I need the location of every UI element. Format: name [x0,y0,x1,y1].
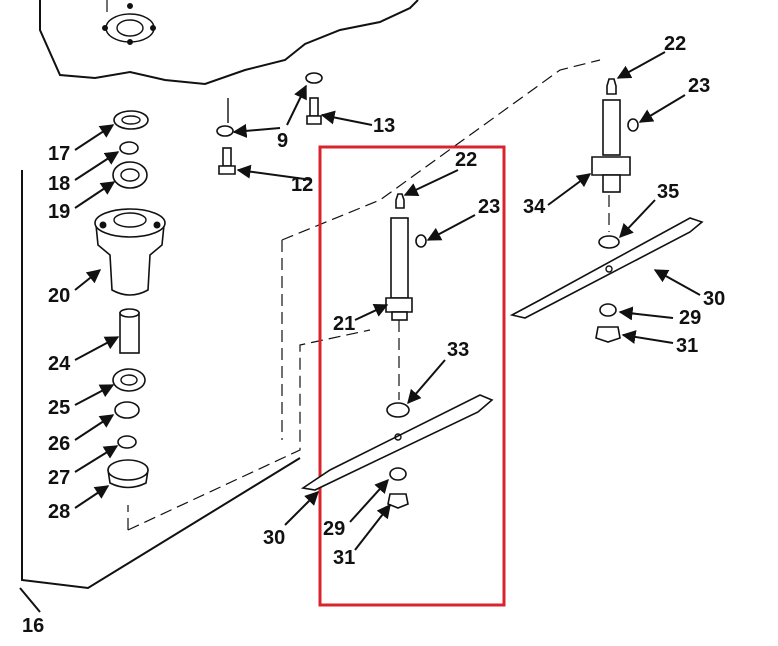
label-29-right: 29 [679,307,701,329]
label-31-right: 31 [676,335,698,357]
grease-fitting-22-right [606,78,617,95]
callout-labels: 9 12 13 16 17 18 19 20 21 22 22 23 23 24… [22,33,725,637]
nut-31-right [595,326,621,343]
label-26: 26 [48,433,70,455]
label-25: 25 [48,397,70,419]
parts-bracket [21,170,301,590]
housing-20 [94,208,166,296]
bearing-25 [112,368,146,392]
washer-13 [305,72,323,84]
label-30: 30 [263,527,285,549]
label-23-right: 23 [688,75,710,97]
label-34: 34 [523,196,546,218]
label-23: 23 [478,196,500,218]
label-13: 13 [373,115,395,137]
label-12: 12 [291,174,313,196]
leader-lines [19,51,701,613]
key-23 [415,234,427,248]
washer-33 [386,402,410,418]
washer-9 [216,125,234,137]
label-33: 33 [447,339,469,361]
bearing-19 [112,161,148,189]
spacer-24 [119,312,140,354]
label-31: 31 [333,547,355,569]
hex-34 [591,156,631,176]
bolt-group [216,72,323,175]
blade-30-right [509,217,704,319]
label-18: 18 [48,173,70,195]
center-assembly [300,193,494,509]
label-19: 19 [48,201,70,223]
label-28: 28 [48,501,70,523]
deck-outline [127,59,601,531]
label-9: 9 [277,130,288,152]
snap-ring-26 [114,401,140,419]
label-16: 16 [22,615,44,637]
highlight-box [318,145,506,607]
label-21: 21 [333,313,355,335]
deck-hub-plate [102,3,156,45]
seal-17 [113,110,149,130]
grease-fitting-22 [395,193,405,209]
washer-27 [117,435,137,449]
deck-top [39,0,419,86]
spindle-stack [94,110,166,489]
blade-30 [300,394,494,491]
label-17: 17 [48,143,70,165]
washer-29 [389,467,407,481]
label-22: 22 [455,149,477,171]
label-27: 27 [48,467,70,489]
washer-35 [598,235,620,249]
key-23-right [627,118,639,132]
shaft-21 [385,217,413,321]
label-35: 35 [657,181,679,203]
label-29: 29 [323,518,345,540]
label-20: 20 [48,285,70,307]
nut-31 [387,493,409,509]
washer-29-right [599,303,617,317]
right-assembly [509,78,704,343]
washer-18 [119,141,139,155]
label-22-right: 22 [664,33,686,55]
label-24: 24 [48,353,71,375]
label-30-right: 30 [703,288,725,310]
bolt-12 [218,147,236,175]
